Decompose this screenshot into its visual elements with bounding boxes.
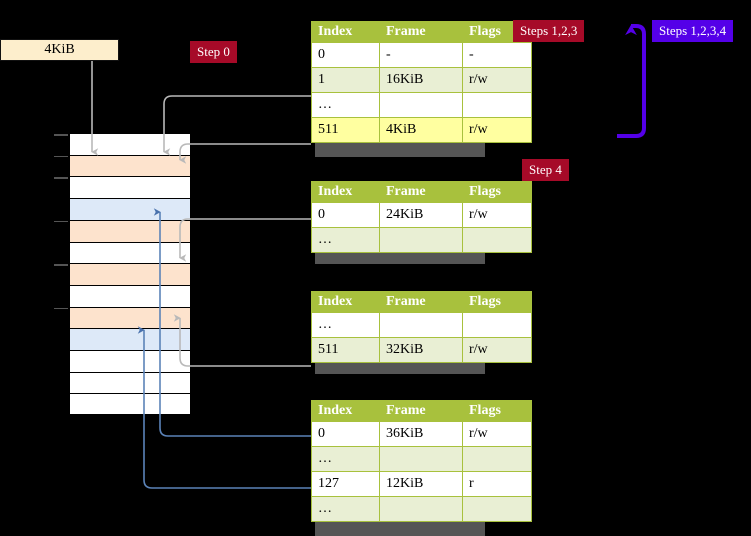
memory-row [54,263,190,286]
table-cell: … [311,92,380,118]
memory-row-tick [54,220,68,223]
memory-row-tick [54,264,68,266]
table-row[interactable]: … [311,312,532,338]
memory-row [70,198,190,221]
table-row[interactable]: … [311,227,532,253]
table-cell [462,496,532,522]
table-cell: - [379,42,463,68]
column-header: Flags [462,400,532,422]
table-cell: - [462,42,532,68]
table-cell: 4KiB [379,117,463,143]
table-cell [462,227,532,253]
memory-row [70,350,190,372]
table-cell: 127 [311,471,380,497]
column-header: Index [311,291,380,313]
memory-row [70,241,190,264]
memory-row [70,284,190,307]
memory-column-right-border [190,133,192,415]
column-header: Index [311,21,380,43]
table-cell: r/w [462,117,532,143]
memory-row [70,328,190,351]
table-row[interactable]: … [311,446,532,472]
table-row[interactable]: … [311,496,532,522]
arrow-steps-1234 [617,24,646,138]
frame-size-box: 4KiB [0,39,119,61]
table-cell [379,227,463,253]
memory-row [54,176,190,199]
table-row[interactable]: 0-- [311,42,532,68]
step-badge-step0: Step 0 [190,41,237,63]
frame-size-label: 4KiB [44,42,75,57]
table-cell: r/w [462,67,532,93]
memory-row [70,393,190,416]
memory-row [70,371,190,394]
arrow-pml4-511-to-memory [179,143,311,164]
memory-row-tick [54,155,68,158]
table-cell: … [311,446,380,472]
table-cell: r/w [462,337,532,363]
table-cell: 12KiB [379,471,463,497]
table-cell [379,496,463,522]
arrow-pdpt-to-memory [179,218,311,262]
step-badge-steps123: Steps 1,2,3 [513,20,585,42]
table-cell [379,312,463,338]
step-badge-steps1234: Steps 1,2,3,4 [652,20,734,42]
table-cell: 32KiB [379,337,463,363]
table-cell: … [311,227,380,253]
column-header: Flags [462,291,532,313]
column-header: Frame [379,181,463,203]
table-cell: 0 [311,421,380,447]
table-cell [462,92,532,118]
table-cell [462,312,532,338]
memory-column [54,133,192,416]
table-cell [462,446,532,472]
table-row[interactable]: … [311,92,532,118]
step-badge-step4: Step 4 [522,159,569,181]
table-cell: 0 [311,202,380,228]
memory-row [54,133,190,155]
table-cell: 1 [311,67,380,93]
table-cell: 511 [311,337,380,363]
memory-row [54,154,190,177]
column-header: Frame [379,400,463,422]
table-cell [379,446,463,472]
memory-column-left-border [68,133,70,415]
table-cell: … [311,496,380,522]
table-cell: 0 [311,42,380,68]
table-cell: 511 [311,117,380,143]
column-header: Flags [462,181,532,203]
arrow-pd-to-memory [173,314,311,367]
table-cell: r/w [462,421,532,447]
memory-row [54,219,190,242]
table-cell: r/w [462,202,532,228]
memory-row-tick [54,177,68,179]
column-header: Frame [379,21,463,43]
memory-row-tick [54,134,68,136]
table-cell: r [462,471,532,497]
column-header: Frame [379,291,463,313]
column-header: Index [311,400,380,422]
table-cell [379,92,463,118]
table-cell: … [311,312,380,338]
table-cell: 16KiB [379,67,463,93]
memory-row-tick [54,307,68,310]
table-cell: 36KiB [379,421,463,447]
table-cell: 24KiB [379,202,463,228]
column-header: Index [311,181,380,203]
memory-row [54,306,190,329]
